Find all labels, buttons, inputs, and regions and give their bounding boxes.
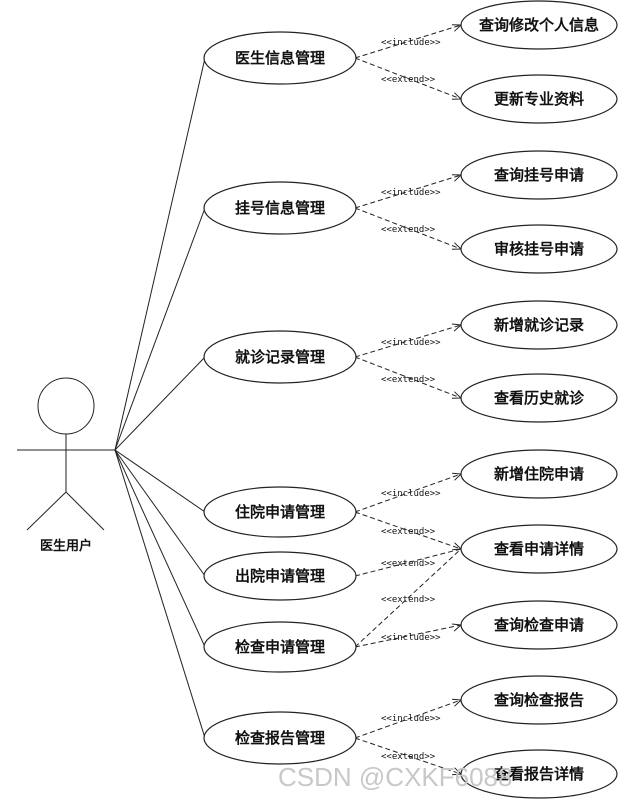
use-case-exam-report: 检查报告管理 [203, 711, 357, 765]
use-case-view-request: 查看申请详情 [460, 524, 618, 574]
label-extend: <<extend>> [381, 559, 436, 569]
use-case-label: 查询检查申请 [494, 616, 584, 634]
assoc-admission [114, 449, 206, 513]
assoc-exam-request [114, 449, 206, 648]
use-case-admission: 住院申请管理 [203, 486, 357, 538]
dep-doctor-info-query-personal [354, 24, 462, 59]
use-case-query-report: 查询检查报告 [460, 675, 618, 725]
label-include: <<include>> [381, 714, 441, 724]
label-extend: <<extend>> [381, 225, 436, 235]
use-case-query-exam: 查询检查申请 [460, 600, 618, 650]
arrow-add-visit [451, 323, 463, 332]
use-case-label: 检查申请管理 [235, 638, 325, 656]
dep-registration-review [354, 207, 462, 250]
dep-discharge-view [354, 548, 462, 577]
label-include: <<include>> [381, 188, 441, 198]
assoc-discharge [114, 449, 206, 577]
use-case-add-admission: 新增住院申请 [460, 449, 618, 499]
use-case-view-history: 查看历史就诊 [460, 373, 618, 423]
dep-registration-query [354, 174, 462, 209]
use-case-label: 新增住院申请 [494, 465, 584, 483]
label-include: <<include>> [381, 633, 441, 643]
use-case-label: 查询挂号申请 [494, 166, 584, 184]
label-extend: <<extend>> [381, 75, 436, 85]
use-case-visit-record: 就诊记录管理 [203, 330, 357, 384]
use-case-update-profile: 更新专业资料 [460, 74, 618, 124]
label-extend: <<extend>> [381, 527, 436, 537]
stereotype-labels: <<include>> <<extend>> <<include>> <<ext… [381, 38, 441, 762]
label-extend: <<extend>> [381, 752, 436, 762]
dep-exam-report-view [354, 737, 462, 775]
label-include: <<include>> [381, 38, 441, 48]
use-case-label: 审核挂号申请 [494, 240, 584, 258]
use-case-discharge: 出院申请管理 [203, 551, 357, 601]
label-include: <<include>> [381, 489, 441, 499]
use-case-view-report: 查看报告详情 [460, 749, 618, 799]
dep-exam-request-query [354, 624, 462, 648]
dep-exam-request-view [354, 548, 462, 648]
assoc-exam-report [114, 449, 206, 739]
use-case-label: 就诊记录管理 [235, 348, 325, 366]
arrowheads [451, 24, 463, 776]
use-case-doctor-info: 医生信息管理 [203, 31, 357, 85]
dep-exam-report-query [354, 699, 462, 739]
assoc-visit-record [114, 356, 206, 451]
sub-use-cases: 查询修改个人信息 更新专业资料 查询挂号申请 审核挂号申请 新增就诊记录 查看历… [460, 0, 618, 799]
use-case-label: 查看报告详情 [494, 765, 584, 783]
use-case-registration: 挂号信息管理 [203, 181, 357, 235]
use-case-label: 更新专业资料 [494, 90, 584, 108]
use-case-label: 查询修改个人信息 [479, 16, 599, 34]
assoc-registration [114, 207, 206, 451]
arrow-query-exam [451, 623, 463, 632]
watermark: CSDN @CXKF6088 [278, 762, 512, 792]
actor-left-leg [26, 491, 67, 531]
use-case-query-personal: 查询修改个人信息 [460, 0, 618, 50]
actor-label: 医生用户 [40, 538, 92, 554]
actor-figure: 医生用户 [17, 377, 115, 554]
dep-visit-add [354, 324, 462, 358]
main-use-cases: 医生信息管理 挂号信息管理 就诊记录管理 住院申请管理 出院申请管理 检查申请管… [203, 31, 357, 765]
arrow-query-registration [451, 174, 463, 182]
use-case-label: 挂号信息管理 [235, 199, 325, 217]
association-lines [114, 57, 206, 739]
use-case-label: 检查报告管理 [235, 729, 325, 747]
label-extend: <<extend>> [381, 595, 436, 605]
label-include: <<include>> [381, 338, 441, 348]
use-case-label: 住院申请管理 [235, 503, 325, 521]
use-case-exam-request: 检查申请管理 [203, 621, 357, 673]
dep-doctor-info-update-profile [354, 57, 462, 100]
dep-admission-add [354, 473, 462, 513]
assoc-doctor-info [114, 57, 206, 451]
label-extend: <<extend>> [381, 375, 436, 385]
use-case-add-visit: 新增就诊记录 [460, 300, 618, 350]
use-case-query-registration: 查询挂号申请 [460, 150, 618, 200]
use-case-review-registration: 审核挂号申请 [460, 224, 618, 274]
dep-admission-view [354, 511, 462, 550]
use-case-label: 查询检查报告 [494, 691, 584, 709]
arrow-query-personal [451, 24, 463, 32]
use-case-label: 新增就诊记录 [494, 316, 584, 334]
use-case-label: 查看历史就诊 [494, 389, 585, 407]
use-case-label: 医生信息管理 [235, 49, 325, 67]
dependency-lines [354, 24, 462, 775]
actor-right-leg [65, 491, 105, 531]
use-case-label: 出院申请管理 [235, 567, 325, 585]
dep-visit-history [354, 356, 462, 399]
actor-head [37, 377, 95, 435]
use-case-label: 查看申请详情 [494, 540, 584, 558]
